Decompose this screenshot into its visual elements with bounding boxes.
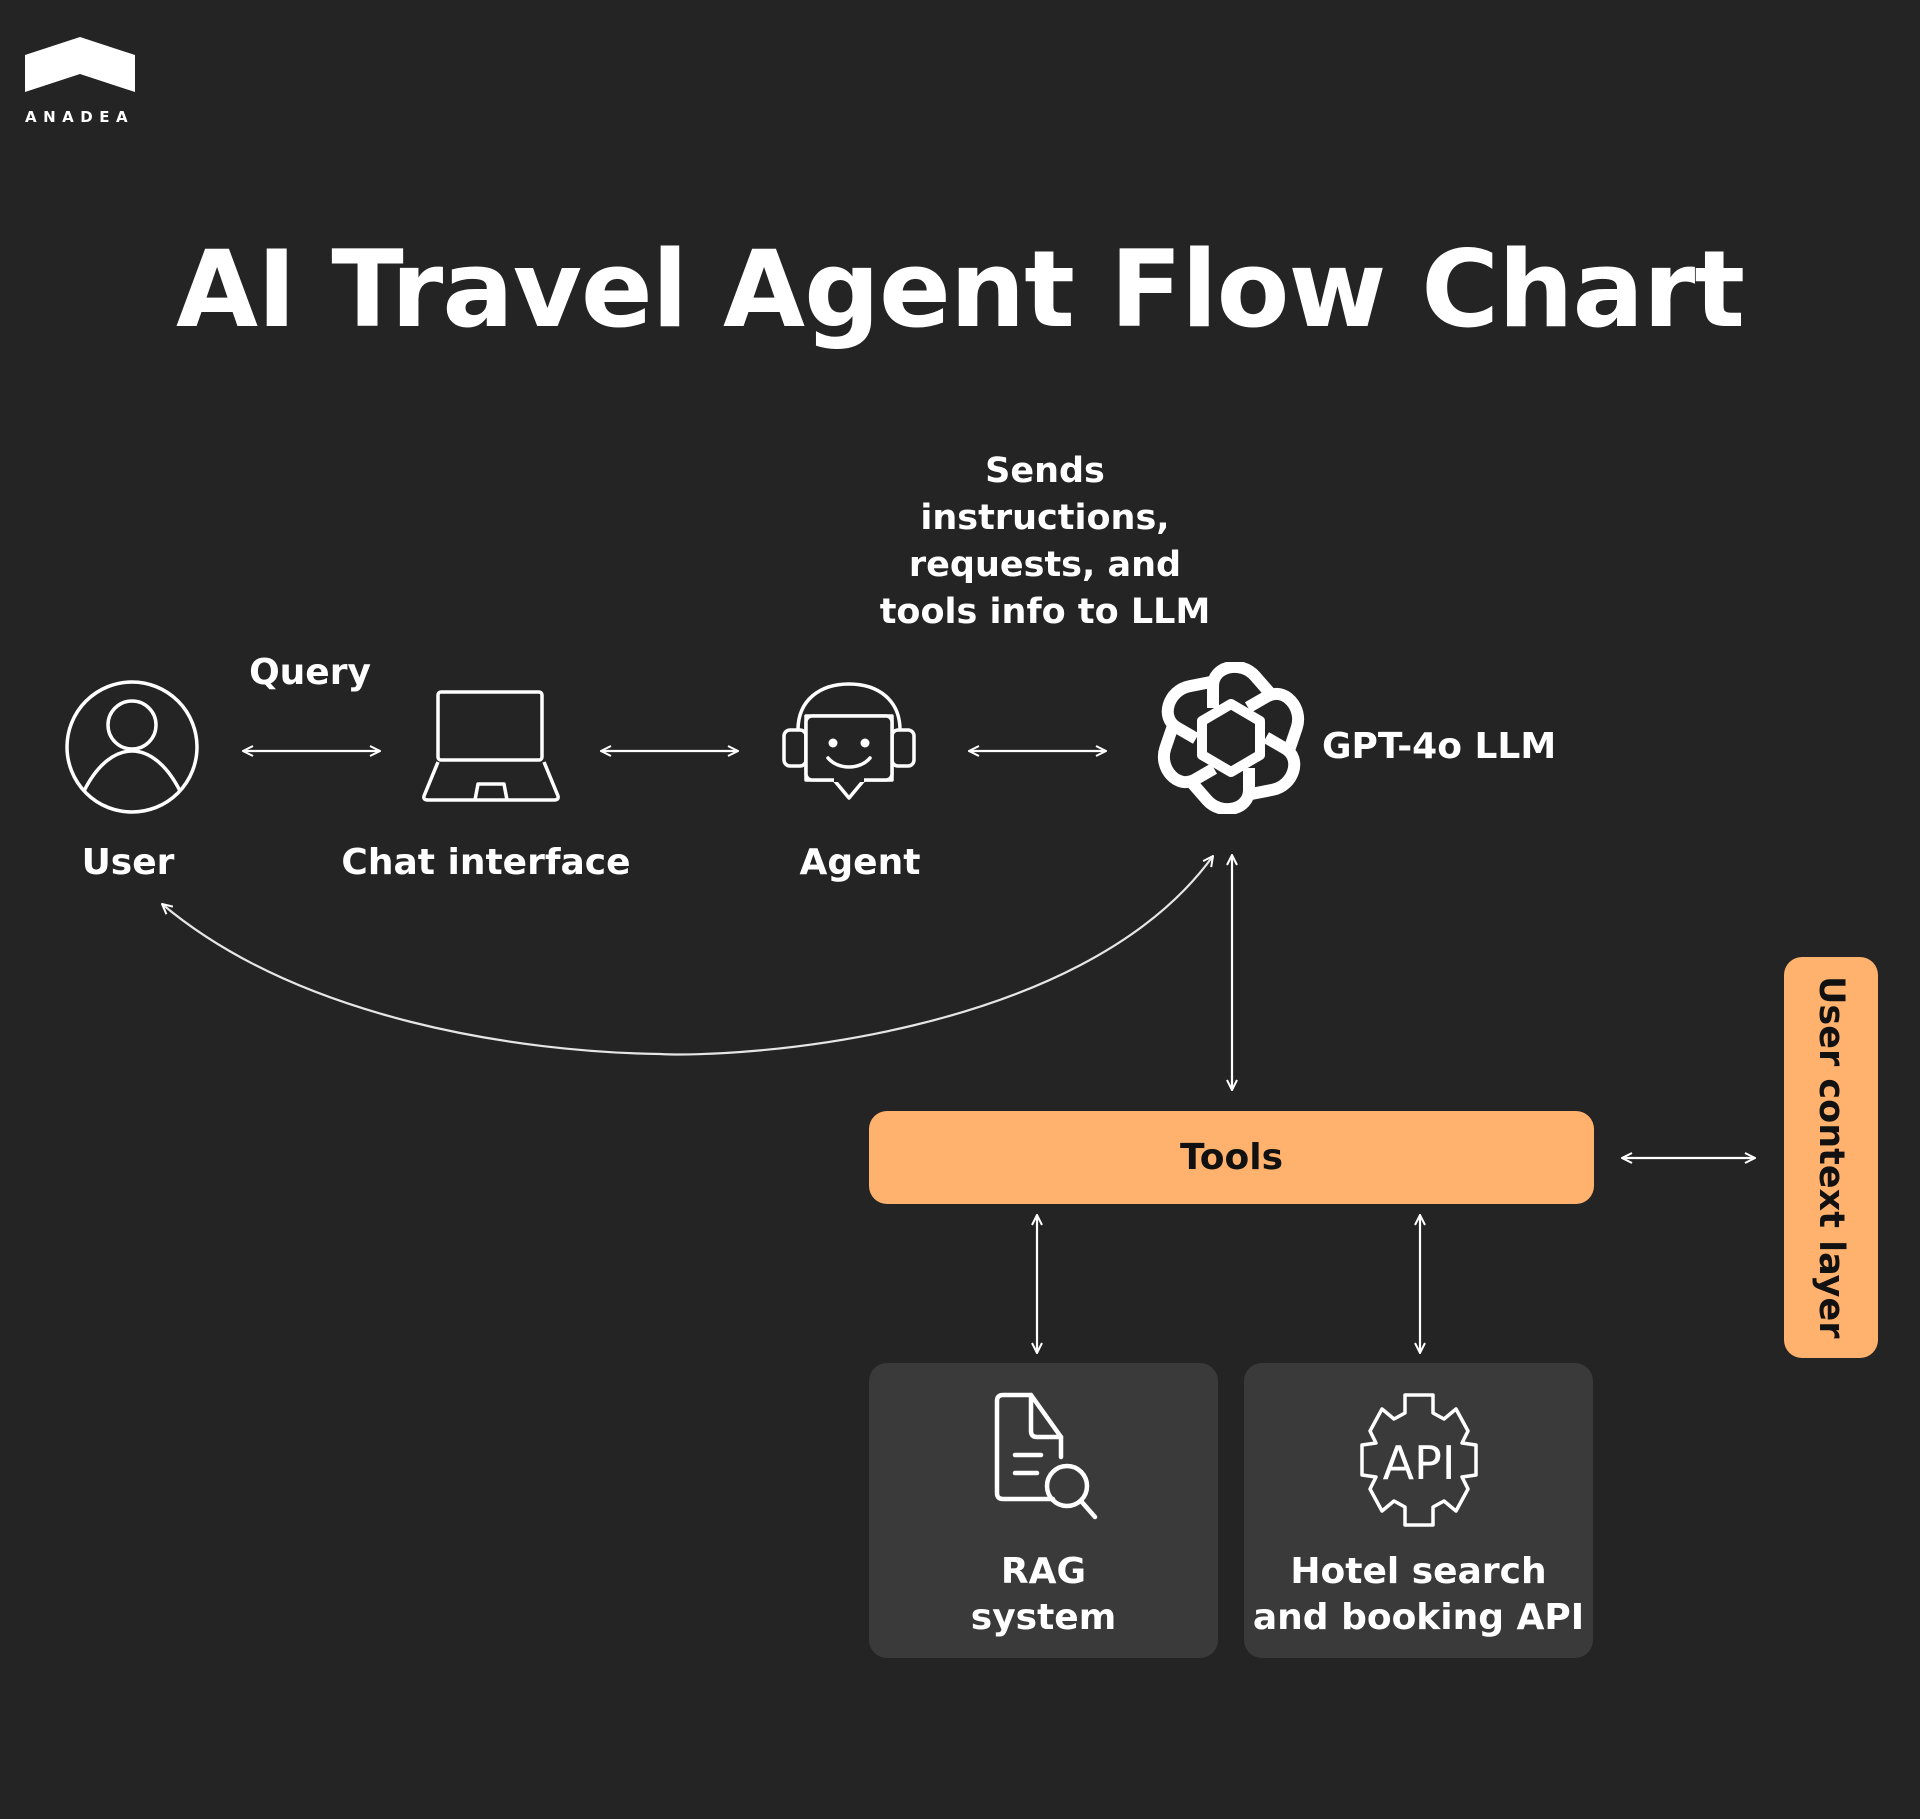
llm-label: GPT-4o LLM [1322,726,1557,767]
api-gear-icon: API [1359,1393,1478,1527]
note-line: Sends [985,451,1105,491]
support-bot-icon [782,682,916,800]
laptop-icon [422,690,560,802]
rag-system-label: RAG system [971,1549,1116,1641]
note-line: instructions, [920,498,1170,538]
document-search-icon [994,1392,1097,1520]
agent-llm-note: Sends instructions, requests, and tools … [860,448,1230,636]
note-line: tools info to LLM [879,592,1211,632]
user-circle-icon [65,680,199,814]
user-label: User [81,842,175,883]
hotel-api-label: Hotel search and booking API [1253,1549,1584,1641]
rag-label-line: system [970,1597,1117,1638]
api-icon-text: API [1382,1436,1455,1490]
tools-node: Tools [869,1111,1594,1204]
logo-text: ANADEA [25,108,135,126]
openai-logo-icon [1156,662,1306,814]
rag-label-line: RAG [1000,1551,1087,1592]
user-context-layer-label: User context layer [1811,976,1851,1339]
agent-label: Agent [799,842,921,883]
user-context-layer-node: User context layer [1784,957,1878,1358]
api-label-line: and booking API [1252,1597,1585,1638]
tools-label: Tools [1179,1137,1283,1178]
query-label: Query [249,652,371,693]
page-title: AI Travel Agent Flow Chart [175,228,1745,351]
hotel-api-card: API Hotel search and booking API [1244,1363,1593,1658]
note-line: requests, and [908,545,1182,585]
chat-interface-label: Chat interface [341,842,631,883]
anadea-logo-icon [25,37,135,92]
rag-system-card: RAG system [869,1363,1218,1658]
arrow-llm-user-curve [162,856,1213,1056]
api-label-line: Hotel search [1290,1551,1547,1592]
